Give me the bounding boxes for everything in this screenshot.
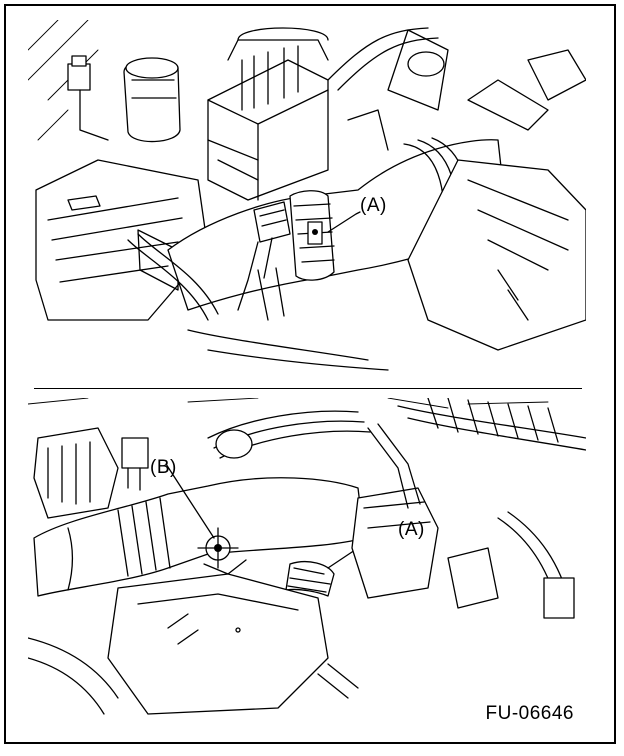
bottom-pipes [28, 410, 421, 715]
callout-a-top: (A) [360, 195, 387, 216]
bottom-hood-area [28, 398, 586, 451]
bottom-right-components [351, 487, 575, 619]
top-engine-illustration: (A) [28, 20, 586, 372]
top-engine-drawing [28, 20, 586, 371]
top-pipes [187, 27, 439, 371]
leader-line-a-top [327, 211, 361, 233]
bottom-engine-drawing [28, 398, 586, 715]
intake-manifold-right [387, 29, 586, 351]
top-hatching [28, 20, 99, 141]
engine-cover-lower [107, 573, 359, 715]
top-lower-hoses [127, 233, 285, 321]
bottom-engine-illustration: (B) (A) [28, 398, 586, 718]
callout-b: (B) [150, 457, 177, 478]
callout-a-bottom: (A) [398, 519, 425, 540]
figure-frame: (A) [4, 4, 616, 744]
hose-clamp-a-bottom [285, 560, 335, 597]
reservoir-tank [67, 55, 181, 143]
air-cleaner-box [35, 159, 209, 321]
sensor-connector [237, 201, 291, 311]
panel-divider [34, 388, 582, 389]
hose-clamp-a-top [289, 190, 335, 281]
bottom-left-components [33, 427, 149, 519]
leader-line-b [165, 463, 215, 539]
hydraulic-unit [207, 27, 329, 201]
figure-code: FU-06646 [485, 703, 574, 724]
